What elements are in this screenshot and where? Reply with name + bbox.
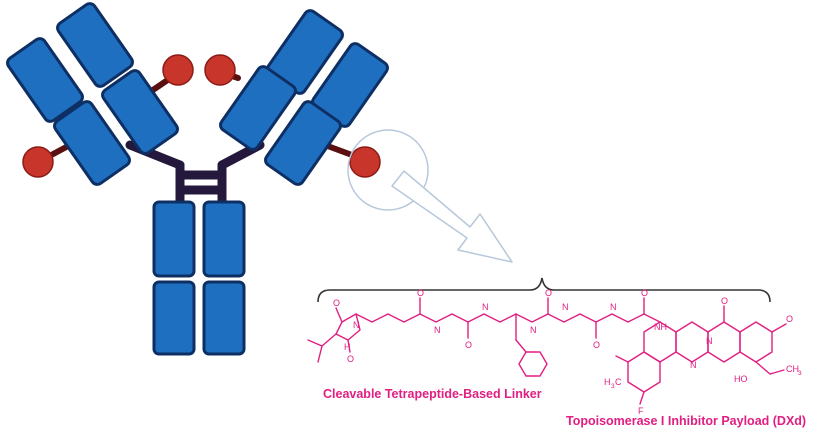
- svg-text:N: N: [562, 302, 569, 312]
- fc-region: [152, 200, 246, 356]
- svg-text:N: N: [610, 302, 617, 312]
- antibody-icon: [6, 2, 389, 356]
- chemical-structure: [307, 297, 787, 405]
- svg-text:3: 3: [798, 370, 802, 377]
- svg-text:N: N: [482, 302, 489, 312]
- svg-text:O: O: [333, 298, 340, 308]
- svg-text:O: O: [721, 296, 728, 306]
- svg-text:NH: NH: [654, 322, 667, 332]
- hinge-region: [125, 140, 265, 210]
- linker-label: Cleavable Tetrapeptide-Based Linker: [323, 387, 542, 401]
- magnifier-callout-icon: [347, 129, 513, 263]
- svg-text:N: N: [353, 320, 360, 330]
- svg-text:F: F: [638, 406, 644, 416]
- svg-text:C: C: [615, 377, 622, 387]
- svg-text:N: N: [530, 325, 537, 335]
- svg-text:O: O: [417, 288, 424, 298]
- svg-text:O: O: [786, 314, 793, 324]
- svg-text:H: H: [604, 377, 611, 387]
- atom-labels: O N O H O N O N N O N O N O NH O N N O F…: [333, 288, 802, 416]
- svg-text:O: O: [641, 288, 648, 298]
- right-arm: [219, 9, 389, 186]
- payload-balls: [22, 54, 381, 178]
- payload-label: Topoisomerase I Inhibitor Payload (DXd): [566, 414, 806, 428]
- svg-text:HO: HO: [734, 374, 748, 384]
- svg-text:H: H: [344, 342, 351, 352]
- svg-text:3: 3: [611, 383, 615, 390]
- left-arm: [6, 2, 179, 186]
- svg-text:N: N: [706, 336, 713, 346]
- svg-text:O: O: [545, 288, 552, 298]
- svg-text:N: N: [690, 360, 697, 370]
- svg-text:CH: CH: [786, 364, 799, 374]
- svg-text:O: O: [347, 354, 354, 364]
- svg-text:O: O: [593, 340, 600, 350]
- svg-text:N: N: [434, 325, 441, 335]
- svg-text:O: O: [465, 340, 472, 350]
- curly-bracket-icon: [317, 277, 771, 303]
- callout-arrow-icon: [391, 170, 513, 263]
